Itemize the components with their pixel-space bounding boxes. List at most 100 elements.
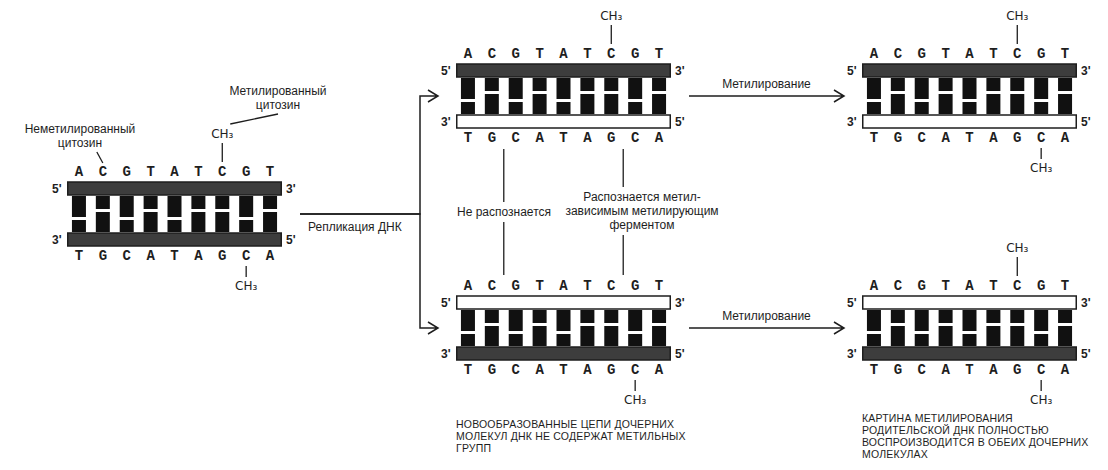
base-sequence: A C G T A T C G T — [75, 164, 278, 180]
base-block — [652, 310, 666, 323]
methyl-group: CH₃ — [1030, 160, 1052, 176]
base-block — [72, 196, 86, 217]
base-sequence: T G C A T A G C A — [870, 362, 1073, 378]
dna-molecule: A C G T A T C G T T G C A T A G C A — [844, 278, 1095, 378]
base-block — [461, 334, 475, 346]
base-block — [461, 78, 475, 99]
strand-end-label: 5' — [286, 233, 296, 247]
base-block — [215, 212, 229, 232]
strand-end-label: 3' — [1081, 64, 1091, 78]
base-sequence: A C G T A T C G T — [870, 278, 1073, 294]
base-block — [628, 78, 642, 99]
base-block — [915, 102, 929, 114]
strand-end-label: 5' — [1081, 347, 1091, 361]
process-arrow — [689, 322, 844, 334]
base-block — [461, 310, 475, 331]
base-block — [963, 102, 977, 114]
arrow-label: Репликация ДНК — [306, 220, 404, 234]
base-block — [915, 78, 929, 99]
methyl-group: CH₃ — [624, 392, 646, 408]
base-block — [509, 310, 523, 331]
base-block — [939, 326, 953, 346]
base-block — [557, 102, 571, 114]
base-block — [891, 326, 905, 346]
base-block — [891, 94, 905, 114]
parent-strand — [457, 64, 671, 77]
new-strand — [863, 296, 1077, 309]
base-sequence: T G C A T A G C A — [464, 362, 667, 378]
base-block — [533, 94, 547, 114]
leader-line — [1041, 148, 1042, 159]
parent-strand — [863, 64, 1077, 77]
base-block — [263, 212, 277, 232]
base-block — [96, 212, 110, 232]
base-block — [144, 196, 158, 209]
strand-end-label: 3' — [847, 347, 857, 361]
methyl-group: CH₃ — [600, 8, 622, 24]
annotation-text: Неметилированный цитозин — [20, 122, 140, 150]
leader-line — [1017, 25, 1018, 44]
base-sequence: A C G T A T C G T — [464, 278, 667, 294]
base-block — [120, 196, 134, 217]
base-block — [1010, 94, 1024, 114]
strand-end-label: 3' — [52, 233, 62, 247]
base-block — [1010, 78, 1024, 91]
strand-end-label: 5' — [1081, 115, 1091, 129]
base-block — [580, 326, 594, 346]
parent-strand — [457, 347, 671, 360]
base-block — [96, 196, 110, 209]
leader-line — [623, 149, 624, 187]
base-block — [485, 310, 499, 323]
leader-line — [230, 114, 278, 124]
base-block — [604, 326, 618, 346]
caption-text: НОВООБРАЗОВАННЫЕ ЦЕПИ ДОЧЕРНИХ МОЛЕКУЛ Д… — [456, 418, 696, 454]
base-block — [239, 196, 253, 217]
base-block — [1010, 326, 1024, 346]
dna-molecule: A C G T A T C G TT G C A T A G C A — [844, 46, 1095, 146]
dna-molecule: A C G T A T C G T T G C A T A G C A — [438, 278, 689, 378]
base-block — [939, 310, 953, 323]
process-arrow — [689, 90, 844, 102]
base-block — [509, 78, 523, 99]
base-block — [1034, 78, 1048, 99]
base-block — [120, 220, 134, 232]
leader-line — [503, 149, 504, 202]
base-block — [191, 212, 205, 232]
strand-end-label: 5' — [441, 64, 451, 78]
base-block — [1010, 310, 1024, 323]
base-block — [168, 196, 182, 217]
base-block — [461, 102, 475, 114]
leader-line — [1017, 257, 1018, 276]
base-block — [604, 94, 618, 114]
base-block — [533, 78, 547, 91]
base-block — [239, 220, 253, 232]
base-block — [939, 94, 953, 114]
base-block — [628, 334, 642, 346]
base-block — [215, 196, 229, 209]
base-block — [1058, 326, 1072, 346]
base-block — [485, 94, 499, 114]
strand-end-label: 5' — [847, 296, 857, 310]
base-sequence: T G C A T A G C A — [464, 130, 667, 146]
base-block — [891, 310, 905, 323]
strand-end-label: 3' — [1081, 296, 1091, 310]
strand-end-label: 5' — [847, 64, 857, 78]
leader-line — [246, 266, 247, 277]
base-block — [263, 196, 277, 209]
new-strand — [457, 296, 671, 309]
caption-text: КАРТИНА МЕТИЛИРОВАНИЯ РОДИТЕЛЬСКОЙ ДНК П… — [862, 412, 1098, 460]
base-block — [1034, 310, 1048, 331]
base-block — [191, 196, 205, 209]
annotation-text: Распознается метил-зависимым метилирующи… — [562, 190, 722, 232]
base-block — [963, 310, 977, 331]
arrow-label: Метилирование — [720, 309, 813, 323]
strand-end-label: 5' — [675, 115, 685, 129]
new-strand — [863, 115, 1077, 128]
parent-strand — [68, 233, 282, 246]
base-block — [1058, 94, 1072, 114]
base-block — [604, 78, 618, 91]
base-block — [963, 334, 977, 346]
leader-line — [97, 152, 103, 163]
base-block — [168, 220, 182, 232]
methyl-group: CH₃ — [1006, 240, 1028, 256]
